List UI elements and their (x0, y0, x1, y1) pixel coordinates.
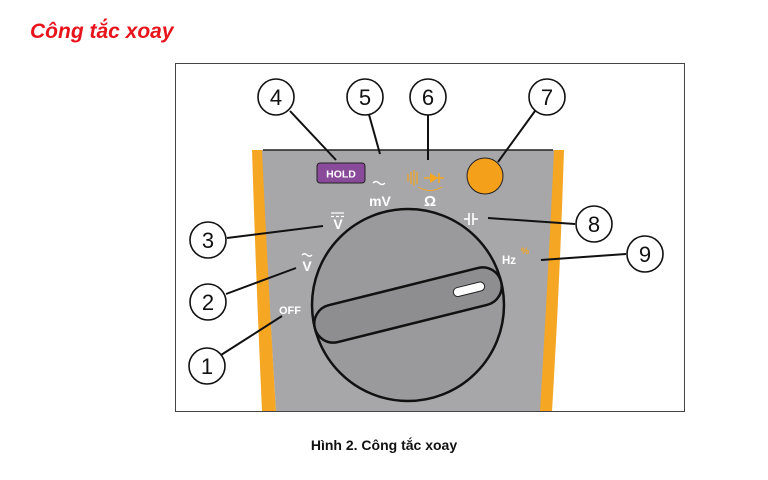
capacitance-icon (464, 213, 478, 225)
rotary-knob[interactable] (310, 207, 506, 403)
svg-text:1: 1 (201, 354, 213, 379)
percent-label: % (521, 246, 529, 256)
svg-text:2: 2 (202, 290, 214, 315)
hz-position: Hz % (502, 246, 529, 267)
svg-text:3: 3 (202, 228, 214, 253)
dc-volt-label: V (333, 216, 343, 232)
section-heading: Công tắc xoay (30, 20, 174, 43)
callout-3: 3 (189, 221, 227, 259)
callout-2: 2 (189, 283, 227, 321)
svg-text:5: 5 (359, 85, 371, 110)
svg-text:7: 7 (541, 85, 553, 110)
callout-4: 4 (257, 78, 295, 116)
hz-label: Hz (502, 255, 516, 267)
leader-lines (220, 110, 627, 356)
svg-text:6: 6 (422, 85, 434, 110)
off-label: OFF (279, 305, 301, 317)
ac-volt-position: V (301, 253, 313, 274)
hold-label: HOLD (326, 169, 356, 181)
right-orange-trim (538, 150, 564, 411)
svg-text:9: 9 (639, 242, 651, 267)
ohm-position: Ω (407, 170, 444, 210)
rotary-switch-diagram: HOLD mV Ω V V OFF (175, 63, 685, 412)
mv-position: mV (369, 180, 392, 209)
dc-volt-position: V (331, 212, 344, 232)
callout-5: 5 (346, 78, 384, 116)
continuity-icon (407, 170, 418, 186)
mv-label: mV (369, 193, 391, 209)
hold-button[interactable]: HOLD (316, 162, 366, 184)
callout-1: 1 (188, 347, 226, 385)
svg-text:4: 4 (270, 85, 282, 110)
orange-button[interactable] (466, 157, 504, 195)
knob-pointer (452, 281, 486, 298)
ac-volt-label: V (302, 258, 312, 274)
callout-7: 7 (528, 78, 566, 116)
ohm-label: Ω (424, 193, 436, 210)
callout-8: 8 (575, 205, 613, 243)
figure-caption: Hình 2. Công tắc xoay (310, 437, 458, 453)
svg-text:8: 8 (588, 212, 600, 237)
callout-6: 6 (409, 78, 447, 116)
diode-icon (424, 173, 444, 183)
callout-9: 9 (626, 235, 664, 273)
